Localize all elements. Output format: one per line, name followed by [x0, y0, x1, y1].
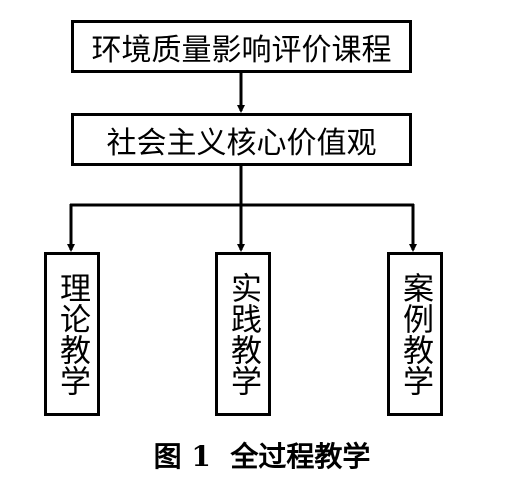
core-values-box-label: 社会主义核心价值观: [106, 125, 377, 161]
core-values-box: 社会主义核心价值观: [71, 113, 412, 166]
figure-caption: 图 1 全过程教学: [153, 440, 371, 473]
theory-teaching-label: 理论教学: [54, 272, 90, 396]
course-box: 环境质量影响评价课程: [71, 20, 412, 73]
practice-teaching-label: 实践教学: [225, 272, 261, 396]
course-box-label: 环境质量影响评价课程: [91, 32, 392, 68]
theory-teaching-box: 理论教学: [44, 252, 100, 416]
case-teaching-label: 案例教学: [397, 272, 433, 396]
case-teaching-box: 案例教学: [387, 252, 443, 416]
practice-teaching-box: 实践教学: [215, 252, 271, 416]
